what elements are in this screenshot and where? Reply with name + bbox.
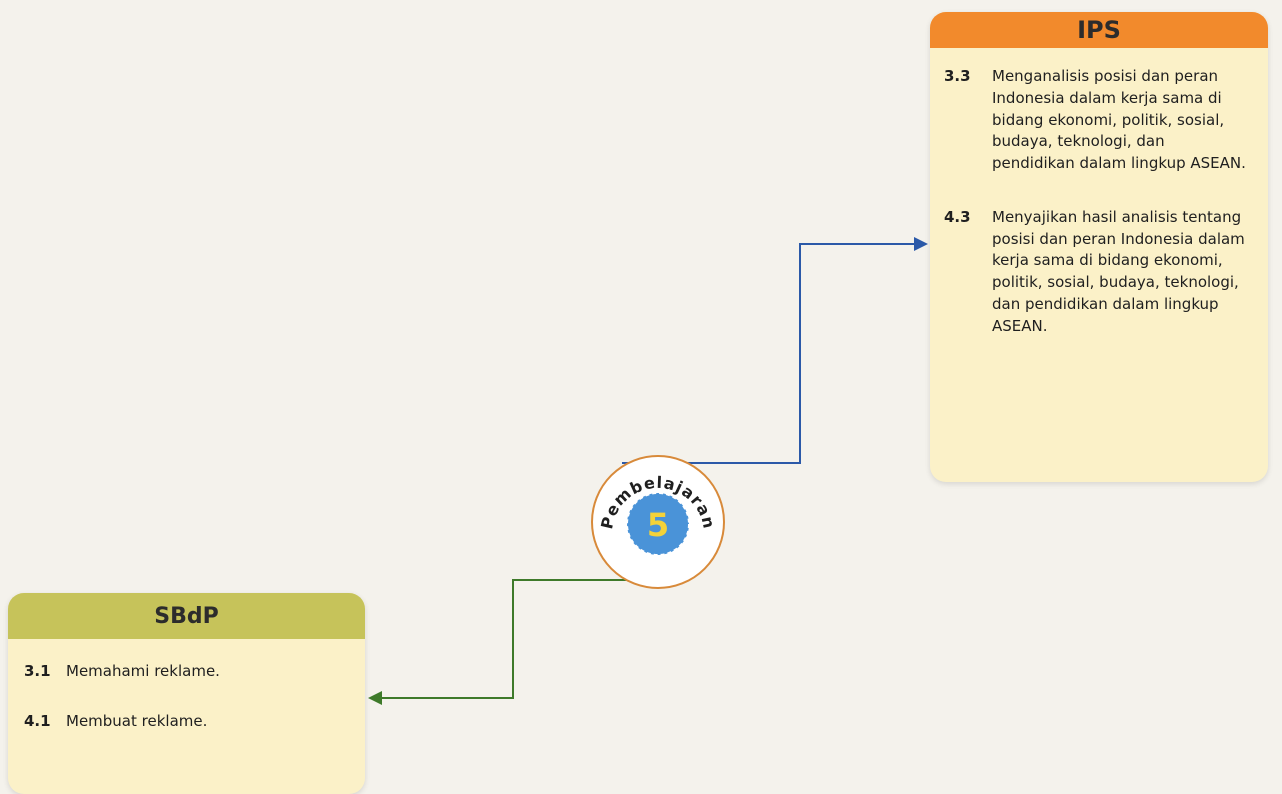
sbdp-item-text: Membuat reklame. [66,711,208,730]
sbdp-item-text: Memahami reklame. [66,662,220,680]
ips-item-text: Menganalisis posisi dan peran Indonesia … [992,67,1246,172]
ips-item: 4.3 Menyajikan hasil analisis tentang po… [944,207,1246,338]
sbdp-item-code: 4.1 [24,711,51,730]
sbdp-item: 4.1 Membuat reklame. [24,711,349,733]
sbdp-arrow-head [368,691,382,705]
ips-card-title: IPS [930,12,1268,48]
ips-item: 3.3 Menganalisis posisi dan peran Indone… [944,66,1246,175]
sbdp-item: 3.1 Memahami reklame. [24,661,349,683]
sbdp-card: SBdP 3.1 Memahami reklame. 4.1 Membuat r… [8,593,365,794]
ips-item-code: 3.3 [944,67,971,85]
sbdp-card-body: 3.1 Memahami reklame. 4.1 Membuat reklam… [8,639,365,773]
ips-arrow-head [914,237,928,251]
ips-item-code: 4.3 [944,207,971,226]
badge-inner-circle [626,492,690,556]
ips-card-body: 3.3 Menganalisis posisi dan peran Indone… [930,48,1268,351]
sbdp-card-title: SBdP [8,593,365,639]
ips-connector-line [622,243,918,464]
lesson-badge: Pembelajaran 5 [591,455,725,589]
ips-item-text: Menyajikan hasil analisis tentang posisi… [992,207,1245,335]
badge-number: 5 [647,506,669,544]
sbdp-connector-line [380,579,650,699]
ips-card: IPS 3.3 Menganalisis posisi dan peran In… [930,12,1268,482]
sbdp-item-code: 3.1 [24,662,51,680]
